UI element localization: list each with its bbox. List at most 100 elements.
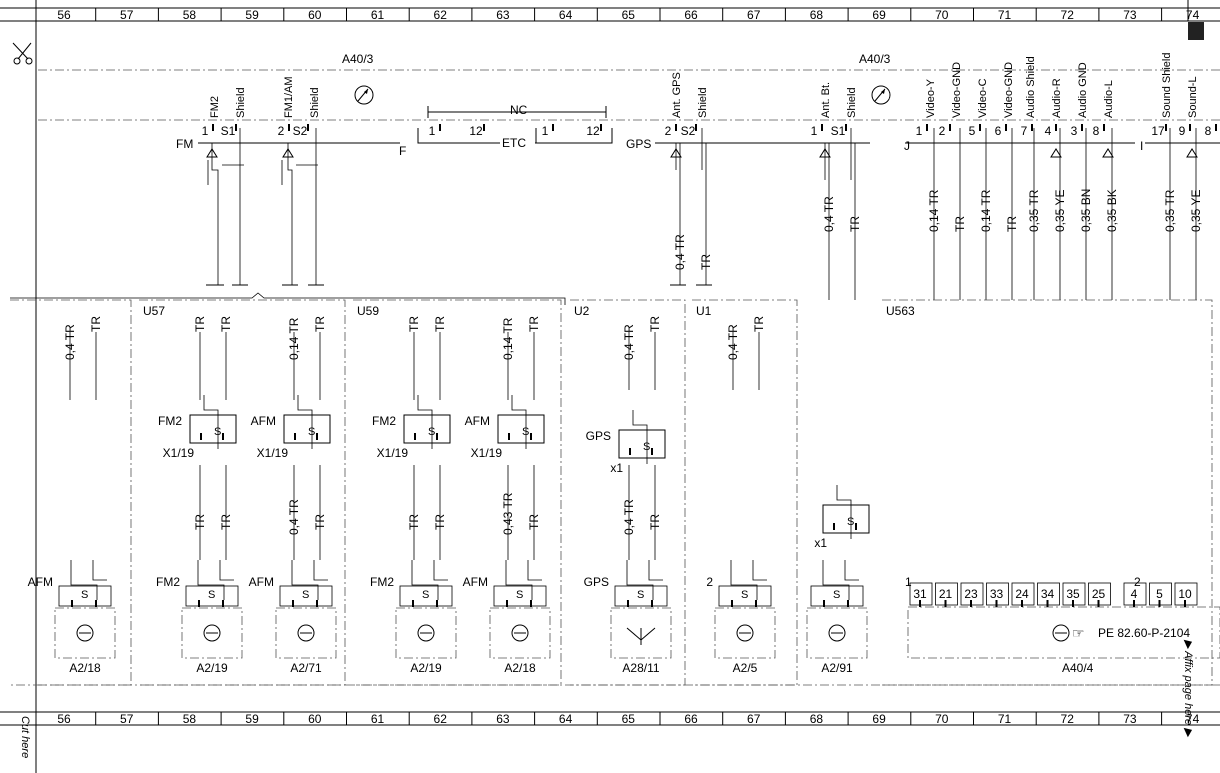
wire-label: 0,35 YE [1053,190,1067,232]
pin-contact [845,124,847,131]
pin-number: 2 [939,124,946,138]
a40-4-ref: PE 82.60-P-2104 [1098,626,1190,640]
coupling-conn: X1/19 [377,446,409,460]
component-signal: GPS [584,575,609,589]
shield-path [417,395,433,449]
transistor-icon [1052,624,1070,642]
pin-number: 5 [1156,587,1163,601]
component-box [395,607,457,659]
ruler-column: 67 [747,712,761,726]
ruler-column: 61 [371,712,385,726]
pin-contact [71,600,73,607]
coupling-box [618,429,666,459]
coupling: Sx1 [814,485,870,550]
pin-contact [412,600,414,607]
wire-label: 0,4 TR [287,499,301,535]
ruler-column: 73 [1123,8,1137,22]
pin-contact [414,433,416,440]
pin-contact [1055,124,1057,131]
pin-number: 1 [202,124,209,138]
pin-contact [1165,124,1167,131]
pin-contact [1184,600,1186,607]
wire-label: TR [752,316,766,332]
shield-path [505,560,542,600]
ruler-column: 63 [496,8,510,22]
pin-number: 7 [1021,124,1028,138]
wire-label: 0,4 TR [822,196,836,232]
fuse-icon [1102,148,1114,158]
wire-label: 0,4 TR [726,324,740,360]
transistor-icon [736,624,754,642]
pin-number: 1 [542,124,549,138]
coupling-signal: AFM [465,414,490,428]
pin-contact [651,448,653,455]
coupling-signal: GPS [586,429,611,443]
plug-box [614,585,668,607]
ruler-column: 74 [1186,8,1200,22]
component-signal: 2 [706,575,713,589]
pin-number: 4 [1131,587,1138,601]
antenna-icon [626,627,656,645]
component-box [610,607,672,659]
component-box [275,607,337,659]
pin-contact [1021,600,1023,607]
pin-contact [1005,124,1007,131]
wire-label: TR [407,316,421,332]
pin-contact [530,600,532,607]
ruler-column: 60 [308,712,322,726]
pin-label: FM2 [209,96,221,118]
wire-label: TR [1005,216,1019,232]
bracket [10,292,566,305]
component-signal: AFM [463,575,488,589]
ruler-column: 56 [57,8,71,22]
antenna-icon [871,85,891,105]
wire-label: 0,43 TR [501,492,515,535]
pin-contact [552,124,554,131]
pin-contact [926,124,928,131]
ruler-column: 61 [371,8,385,22]
ruler-column: 59 [245,8,259,22]
ruler-column: 74 [1186,712,1200,726]
coupling-box [497,414,545,444]
page-marker-icon [1188,22,1204,40]
fuse-icon [670,148,682,158]
nc-label: NC [510,103,528,117]
component-signal: FM2 [156,575,180,589]
component-signal: AFM [28,575,53,589]
pin-contact [833,523,835,530]
shield-path [730,560,767,600]
component-signal: FM2 [370,575,394,589]
pin-label: Sound-L [1187,76,1199,118]
pin-contact [222,433,224,440]
wire-label: 0,35 TR [1163,189,1177,232]
reference-pointer-icon: ☞ [1072,625,1085,641]
variant-frame [570,299,686,686]
component-id: A28/11 [622,661,659,675]
pin-number: 17 [1151,124,1165,138]
ruler-column: 66 [684,712,698,726]
wire-label: 0,4 TR [63,324,77,360]
coupling-conn: X1/19 [257,446,289,460]
shield-label: S [302,589,309,601]
pin-contact [1103,124,1105,131]
pin-contact [235,124,237,131]
fuse-icon [206,148,218,158]
pin-contact [222,600,224,607]
pin-number: 31 [913,587,927,601]
pin-contact [731,600,733,607]
pin-label: Ant. Bt. [820,82,832,118]
pin-contact [979,124,981,131]
pin-number: 1 [429,124,436,138]
component-id: A2/91 [821,661,853,675]
pin-contact [436,433,438,440]
pin-label: Audio-L [1103,80,1115,118]
variant-code: U57 [143,304,165,318]
ruler-column: 64 [559,712,573,726]
pin-contact [1215,124,1217,131]
pin-contact [1189,124,1191,131]
shield-label: S [741,589,748,601]
variant-frame [139,299,346,686]
variant-frame [10,299,132,686]
